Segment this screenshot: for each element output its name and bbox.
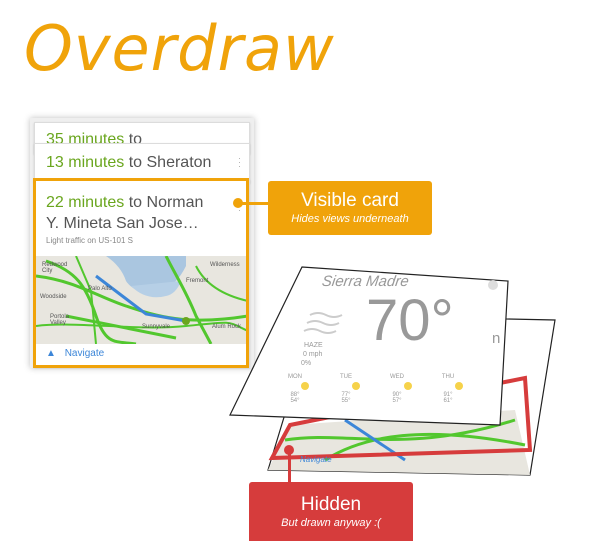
hidden-connector <box>288 450 291 486</box>
map-label: Alum Rock <box>212 324 242 330</box>
navigate-arrow-icon: ▲ <box>46 348 56 359</box>
map-label: Redwood City <box>42 262 68 274</box>
hidden-callout-title: Hidden <box>300 494 362 515</box>
map-label: Woodside <box>40 294 67 300</box>
map-label: Fremont <box>186 278 209 284</box>
weather-precip: 0% <box>301 360 312 367</box>
traffic-status: Light traffic on US-101 S <box>46 236 134 245</box>
navigate-label: Navigate <box>64 348 105 359</box>
main-card-dest-line2: Y. Mineta San Jose… <box>46 215 199 232</box>
map-label: Palo Alto <box>88 286 112 292</box>
overflow-menu-icon[interactable]: ··· <box>238 153 241 171</box>
layer-illustration <box>229 266 556 476</box>
map-label: Wilderness <box>210 262 240 268</box>
visible-connector-dot <box>233 198 243 208</box>
hidden-navigate-label: Navigate <box>300 455 332 464</box>
hidden-callout: Hidden But drawn anyway :( <box>249 482 413 541</box>
weather-condition: HAZE <box>304 342 323 349</box>
weather-back-fragment: n <box>492 330 501 347</box>
visible-connector <box>238 202 270 205</box>
weather-wind: 0 mph <box>303 351 323 358</box>
weather-temp: 70° <box>366 288 454 353</box>
main-card-time: 22 minutes <box>46 194 125 211</box>
visible-card-callout: Visible card Hides views underneath <box>268 181 432 235</box>
map-image[interactable]: Redwood City Palo Alto Woodside Portola … <box>36 256 248 344</box>
second-card-time: 13 minutes <box>46 154 125 171</box>
map-label: Portola Valley <box>50 314 70 326</box>
map-label: Sunnyvale <box>142 324 171 330</box>
second-card[interactable]: 13 minutes to Sheraton ··· <box>34 143 250 183</box>
main-card-dest-line1: to Norman <box>128 194 204 211</box>
visible-callout-subtitle: Hides views underneath <box>291 213 409 225</box>
navigate-row[interactable]: ▲ Navigate <box>46 348 104 359</box>
page-title: Overdraw <box>24 12 335 85</box>
visible-callout-title: Visible card <box>301 190 399 211</box>
main-card[interactable]: 22 minutes to Norman Y. Mineta San Jose…… <box>34 179 250 367</box>
visible-card-highlight <box>33 178 249 368</box>
second-card-dest: to Sheraton <box>128 154 212 171</box>
hidden-callout-subtitle: But drawn anyway :( <box>281 517 381 529</box>
card-stack: 35 minutes to 13 minutes to Sheraton ···… <box>30 118 254 368</box>
